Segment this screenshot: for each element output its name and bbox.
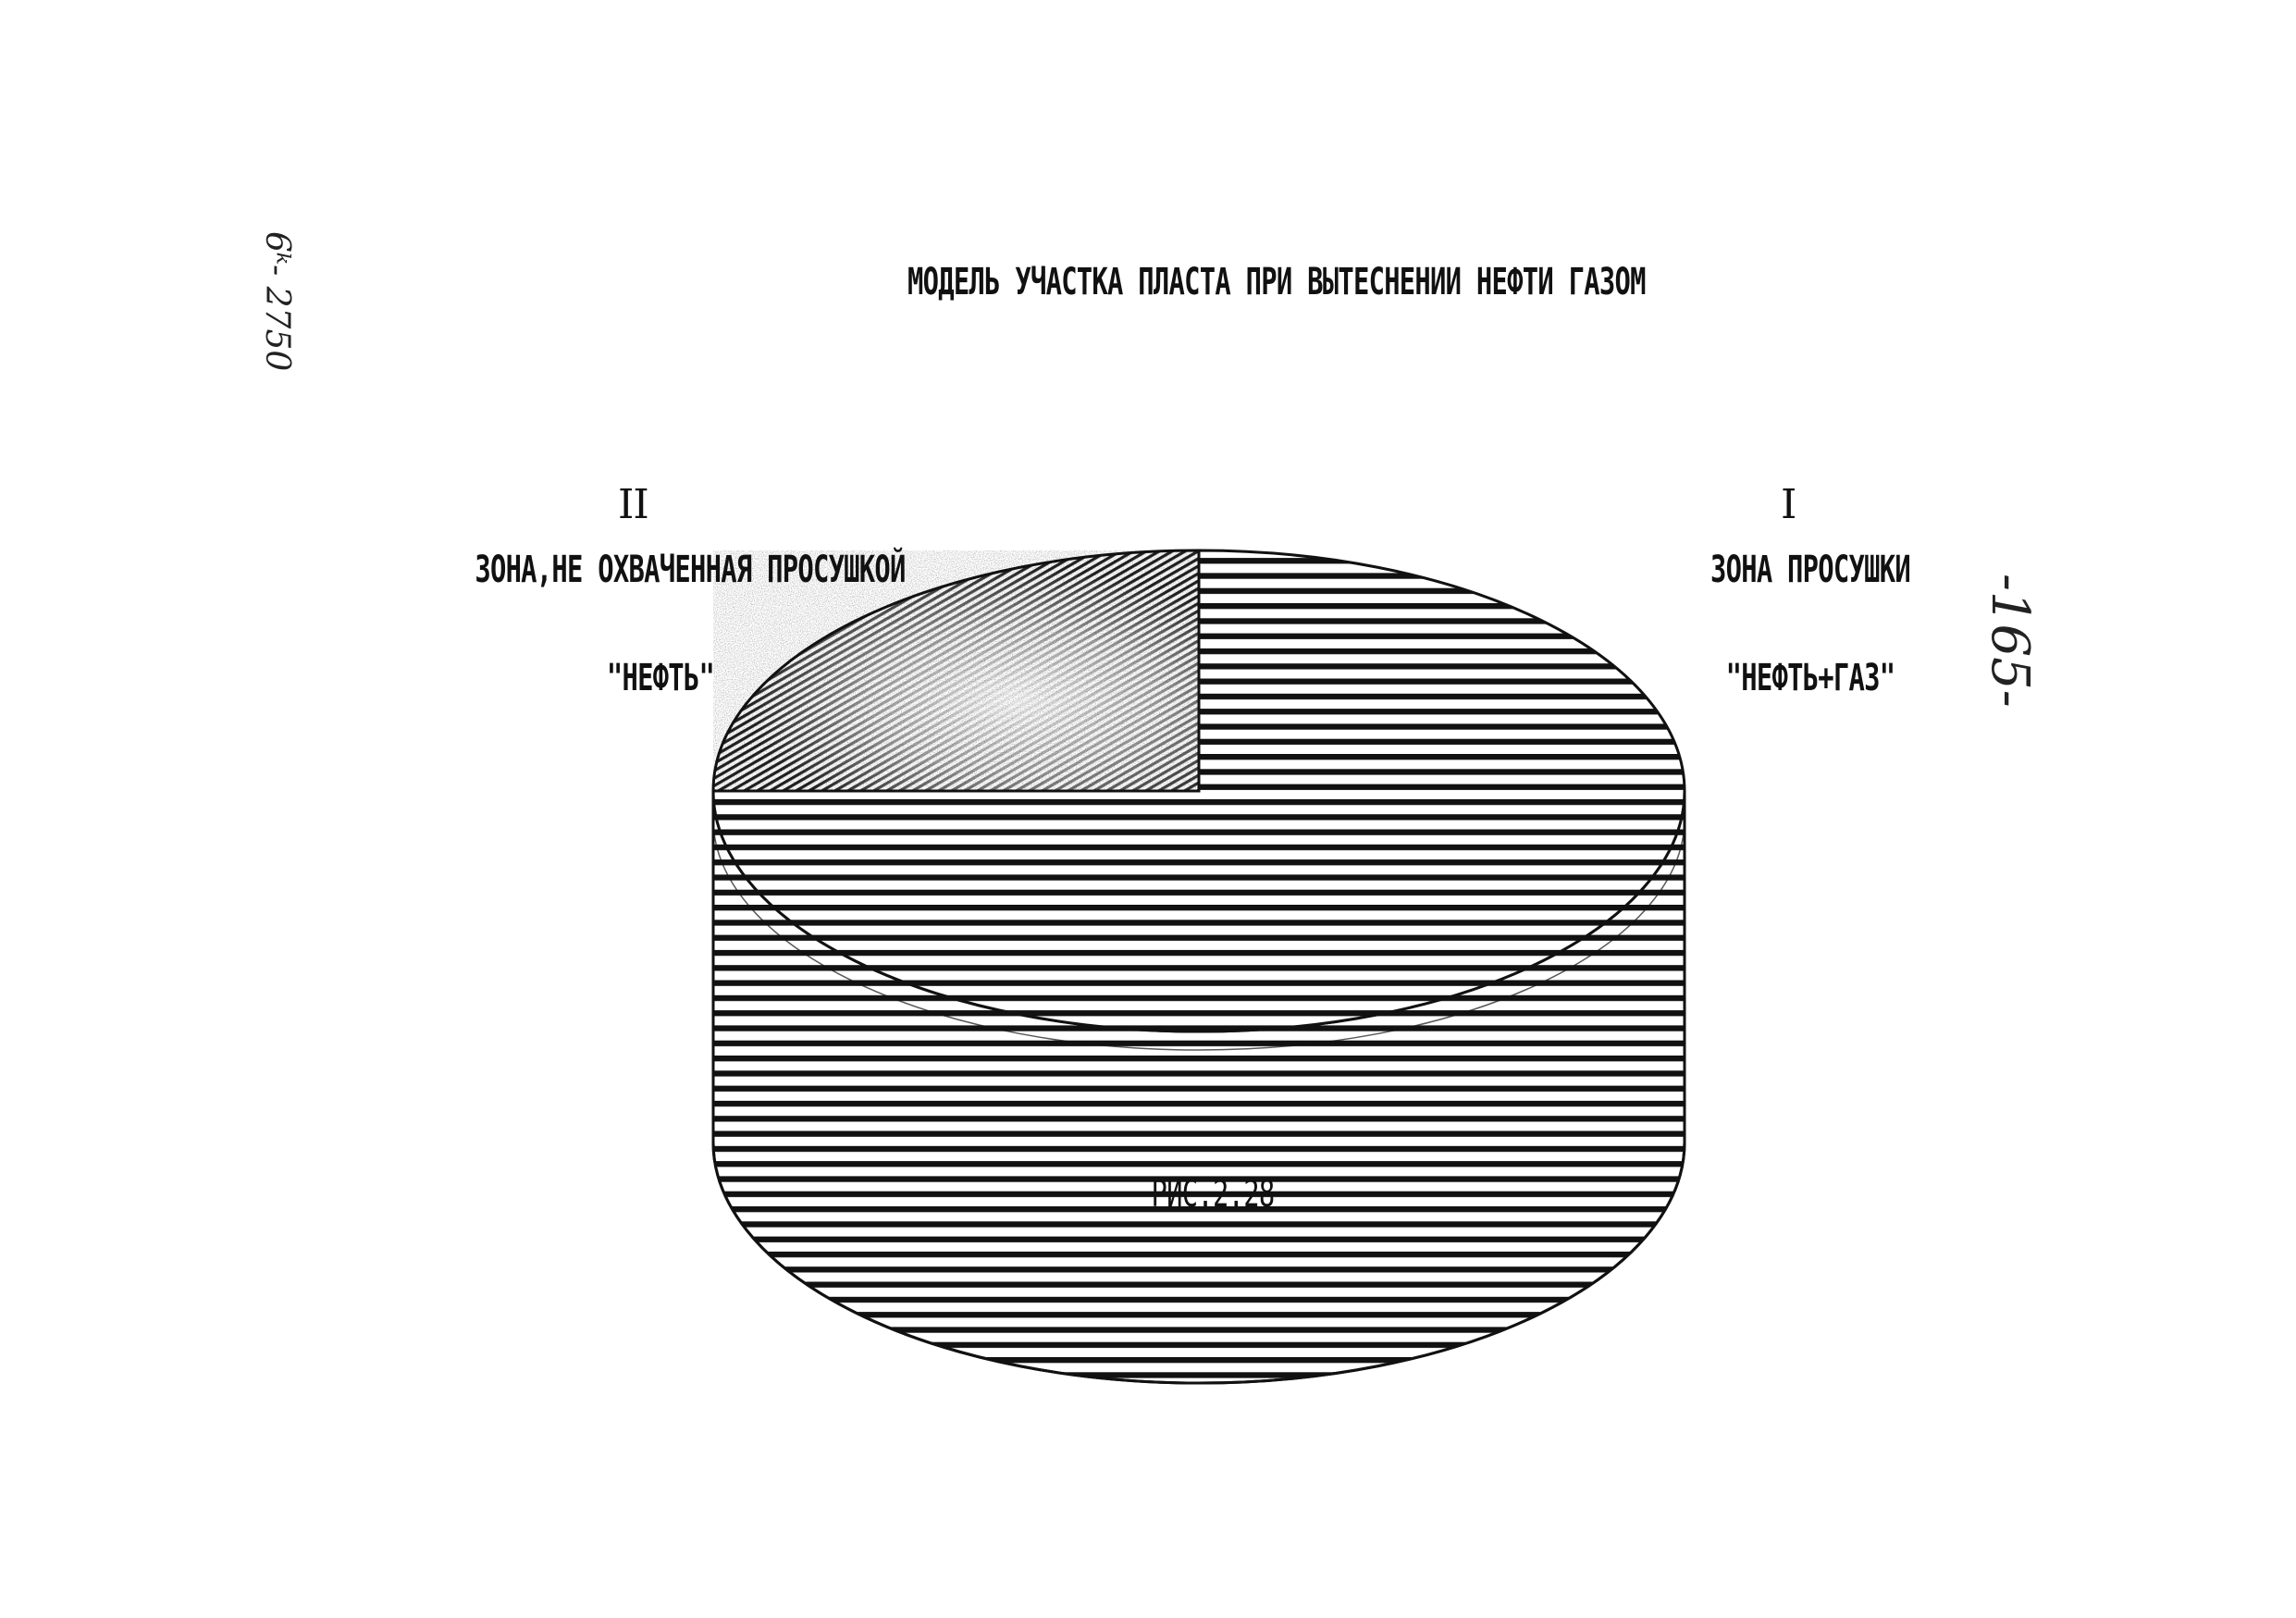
page-number: -165- (1980, 574, 2040, 708)
zone-ii-content: "НЕФТЬ" (606, 657, 715, 699)
slice-zone-II-grain (713, 550, 1199, 791)
slice-zone-II (711, 549, 1201, 793)
zone-ii-label: ЗОНА,НЕ ОХВАЧЕННАЯ ПРОСУШКОЙ (475, 549, 906, 591)
chart-title: МОДЕЛЬ УЧАСТКА ПЛАСТА ПРИ ВЫТЕСНЕНИИ НЕФ… (907, 261, 1646, 303)
zone-i-label: ЗОНА ПРОСУШКИ (1710, 549, 1911, 591)
zone-ii-number: II (618, 481, 649, 528)
zone-i-number: I (1781, 481, 1796, 528)
figure-caption: РИС.2.28 (1151, 1173, 1276, 1216)
pie-bottom-rim (711, 1142, 1686, 1385)
zone-i-content: "НЕФТЬ+ГАЗ" (1725, 657, 1896, 699)
pie-layer (711, 549, 1686, 1385)
slice-zone-I (711, 549, 1686, 1033)
margin-code-annotation: 6ᵏ- 2750 (258, 231, 296, 372)
pie-inner-rim (712, 818, 1685, 1051)
